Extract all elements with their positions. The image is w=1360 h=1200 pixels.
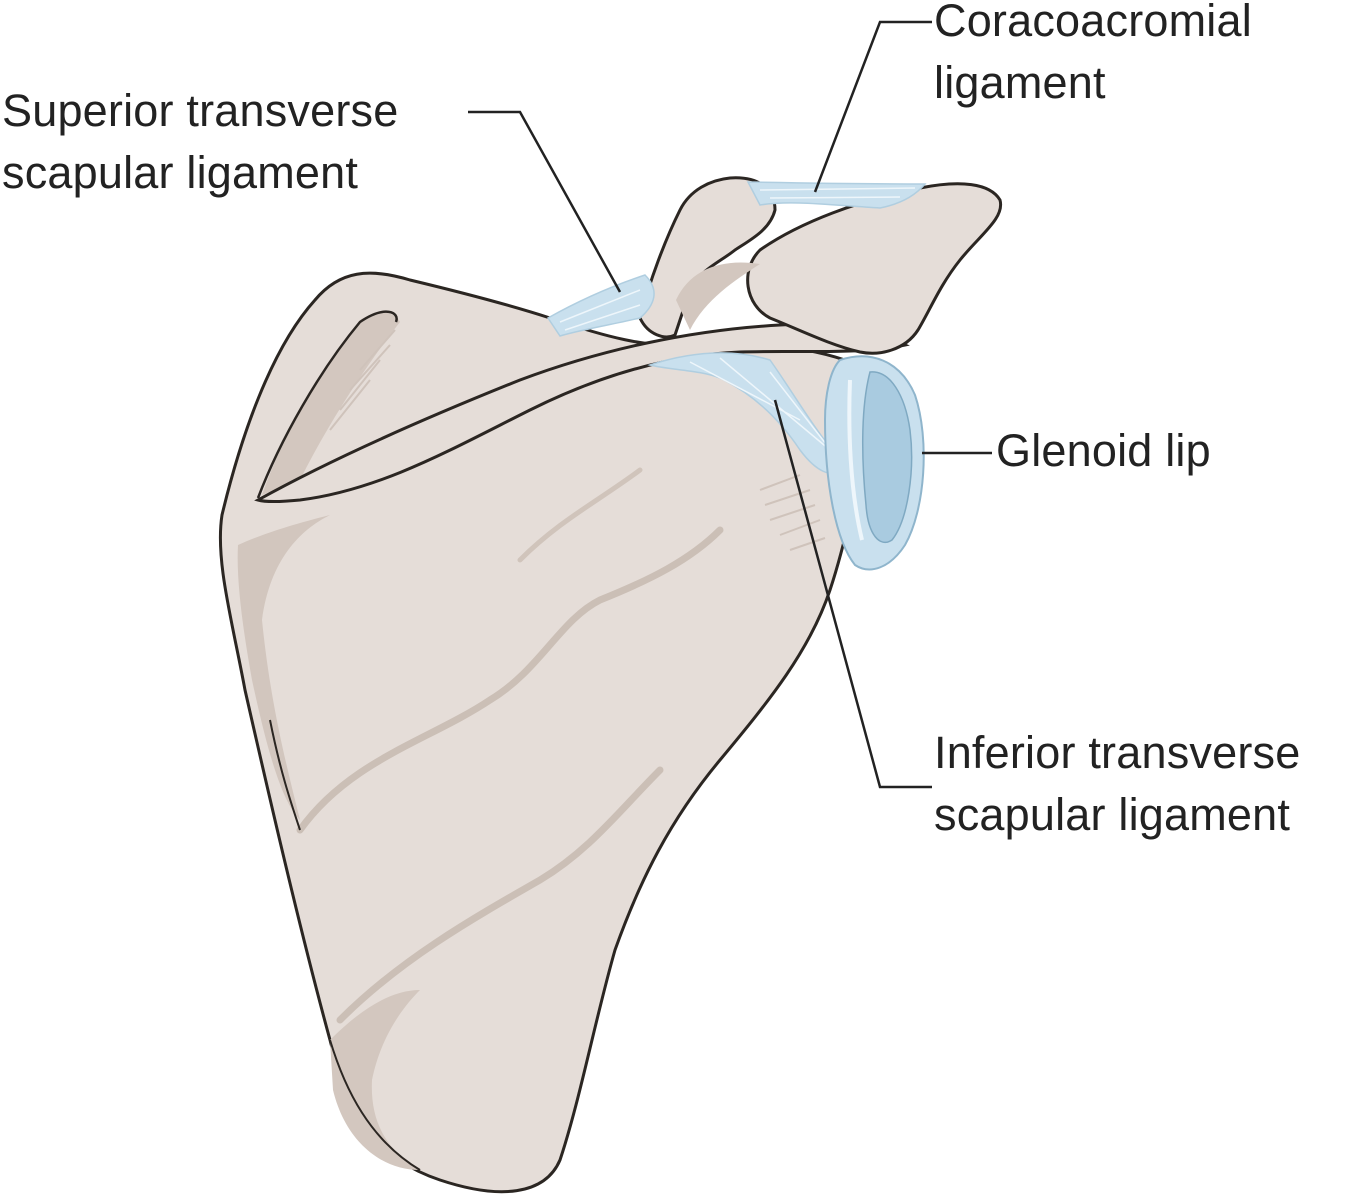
label-coracoacromial-line-2: ligament xyxy=(934,52,1252,114)
label-inferior-line-1: Inferior transverse xyxy=(934,722,1300,784)
label-inferior-transverse-scapular-ligament: Inferior transverse scapular ligament xyxy=(934,722,1300,846)
label-coracoacromial-line-1: Coracoacromial xyxy=(934,0,1252,52)
label-superior-line-2: scapular ligament xyxy=(2,142,398,204)
label-inferior-line-2: scapular ligament xyxy=(934,784,1300,846)
leader-line-coracoacromial xyxy=(815,22,932,192)
label-glenoid-line-1: Glenoid lip xyxy=(996,420,1211,482)
label-superior-transverse-scapular-ligament: Superior transverse scapular ligament xyxy=(2,80,398,204)
label-coracoacromial-ligament: Coracoacromial ligament xyxy=(934,0,1252,114)
leader-line-superior-transverse xyxy=(468,112,620,292)
label-glenoid-lip: Glenoid lip xyxy=(996,420,1211,482)
label-superior-line-1: Superior transverse xyxy=(2,80,398,142)
